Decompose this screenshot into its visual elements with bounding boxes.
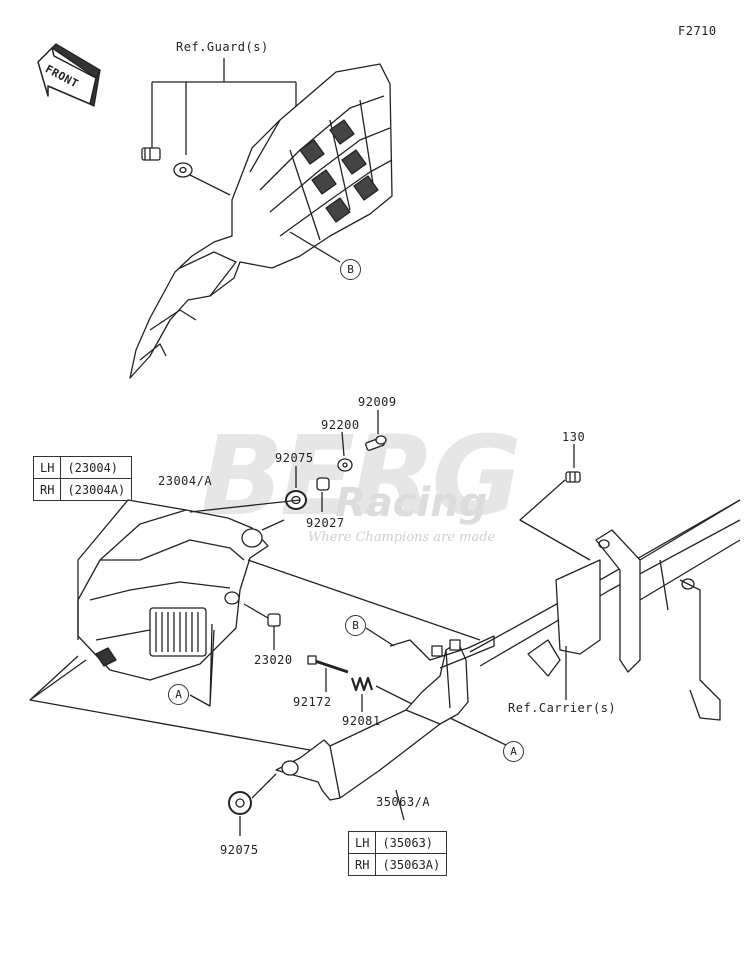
- light-assembly-lines: [29, 499, 481, 751]
- table-row: RH (23004A): [32, 478, 133, 501]
- part-23004a-label: 23004/A: [158, 474, 213, 488]
- grommet-to-bracket: [251, 773, 277, 799]
- bolt-92172-icon: [307, 655, 349, 674]
- leader-a-left: [189, 623, 215, 707]
- callout-b-bracket: B: [345, 615, 366, 636]
- light-variant-table: LH (23004) RH (23004A): [32, 456, 133, 501]
- bracket-35063: [275, 635, 495, 801]
- callout-b-guard: B: [340, 259, 361, 280]
- leader-a-bracket: [449, 717, 509, 747]
- figure-code: F2710: [678, 24, 717, 38]
- nut-23020-icon: [267, 613, 281, 627]
- callout-a-bracket: A: [503, 741, 524, 762]
- table-side-cell: RH: [347, 853, 377, 876]
- collar-92027-icon: [316, 477, 330, 491]
- leader-b-top: [289, 231, 341, 263]
- leader-23020-in: [243, 603, 269, 619]
- table-row: LH (35063): [347, 831, 448, 854]
- leader-130-frame: [519, 479, 591, 561]
- table-row: LH (23004): [32, 456, 133, 479]
- watermark-tagline: Where Champions are made: [308, 530, 496, 545]
- part-35063a-label: 35063/A: [376, 795, 431, 809]
- part-92075-top-label: 92075: [275, 451, 314, 465]
- ref-guard-leaders: [151, 58, 297, 155]
- leader-92200: [341, 431, 345, 457]
- part-92200-label: 92200: [321, 418, 360, 432]
- table-code-cell: (35063A): [375, 853, 448, 876]
- callout-a-light: A: [168, 684, 189, 705]
- ref-carrier-label: Ref.Carrier(s): [508, 701, 617, 715]
- guard-leader: [189, 174, 231, 196]
- bracket-variant-table: LH (35063) RH (35063A): [347, 831, 448, 876]
- part-92172-label: 92172: [293, 695, 332, 709]
- front-arrow-icon: [37, 43, 101, 107]
- table-code-cell: (35063): [375, 831, 448, 854]
- leader-92075-light: [261, 519, 285, 531]
- leader-b-bracket: [365, 627, 395, 647]
- part-92075-bottom-label: 92075: [220, 843, 259, 857]
- ref-guard-label: Ref.Guard(s): [176, 40, 269, 54]
- light-shade-lines: [77, 499, 187, 640]
- table-side-cell: LH: [347, 831, 377, 854]
- part-92009-label: 92009: [358, 395, 397, 409]
- spring-92081-icon: [350, 676, 374, 692]
- part-92027-label: 92027: [306, 516, 345, 530]
- part-92081-label: 92081: [342, 714, 381, 728]
- guard-bolt-icon: [141, 147, 161, 161]
- watermark-logo: BERG: [200, 412, 522, 540]
- part-23020-label: 23020: [254, 653, 293, 667]
- guard-assembly: [129, 63, 393, 379]
- bolt-92009-icon: [365, 435, 387, 451]
- table-side-cell: LH: [32, 456, 62, 479]
- table-code-cell: (23004A): [60, 478, 133, 501]
- leader-35063: [395, 789, 405, 821]
- watermark-sub: Racing: [335, 480, 488, 526]
- guard-washer-icon: [173, 162, 193, 178]
- light-assembly: [77, 509, 269, 681]
- table-code-cell: (23004): [60, 456, 133, 479]
- bolt-130-icon: [565, 471, 581, 483]
- carrier-frame: [469, 499, 741, 721]
- grommet-92075-bottom-icon: [228, 791, 252, 815]
- washer-92200-icon: [337, 458, 353, 472]
- table-row: RH (35063A): [347, 853, 448, 876]
- part-130-label: 130: [562, 430, 586, 444]
- table-side-cell: RH: [32, 478, 62, 501]
